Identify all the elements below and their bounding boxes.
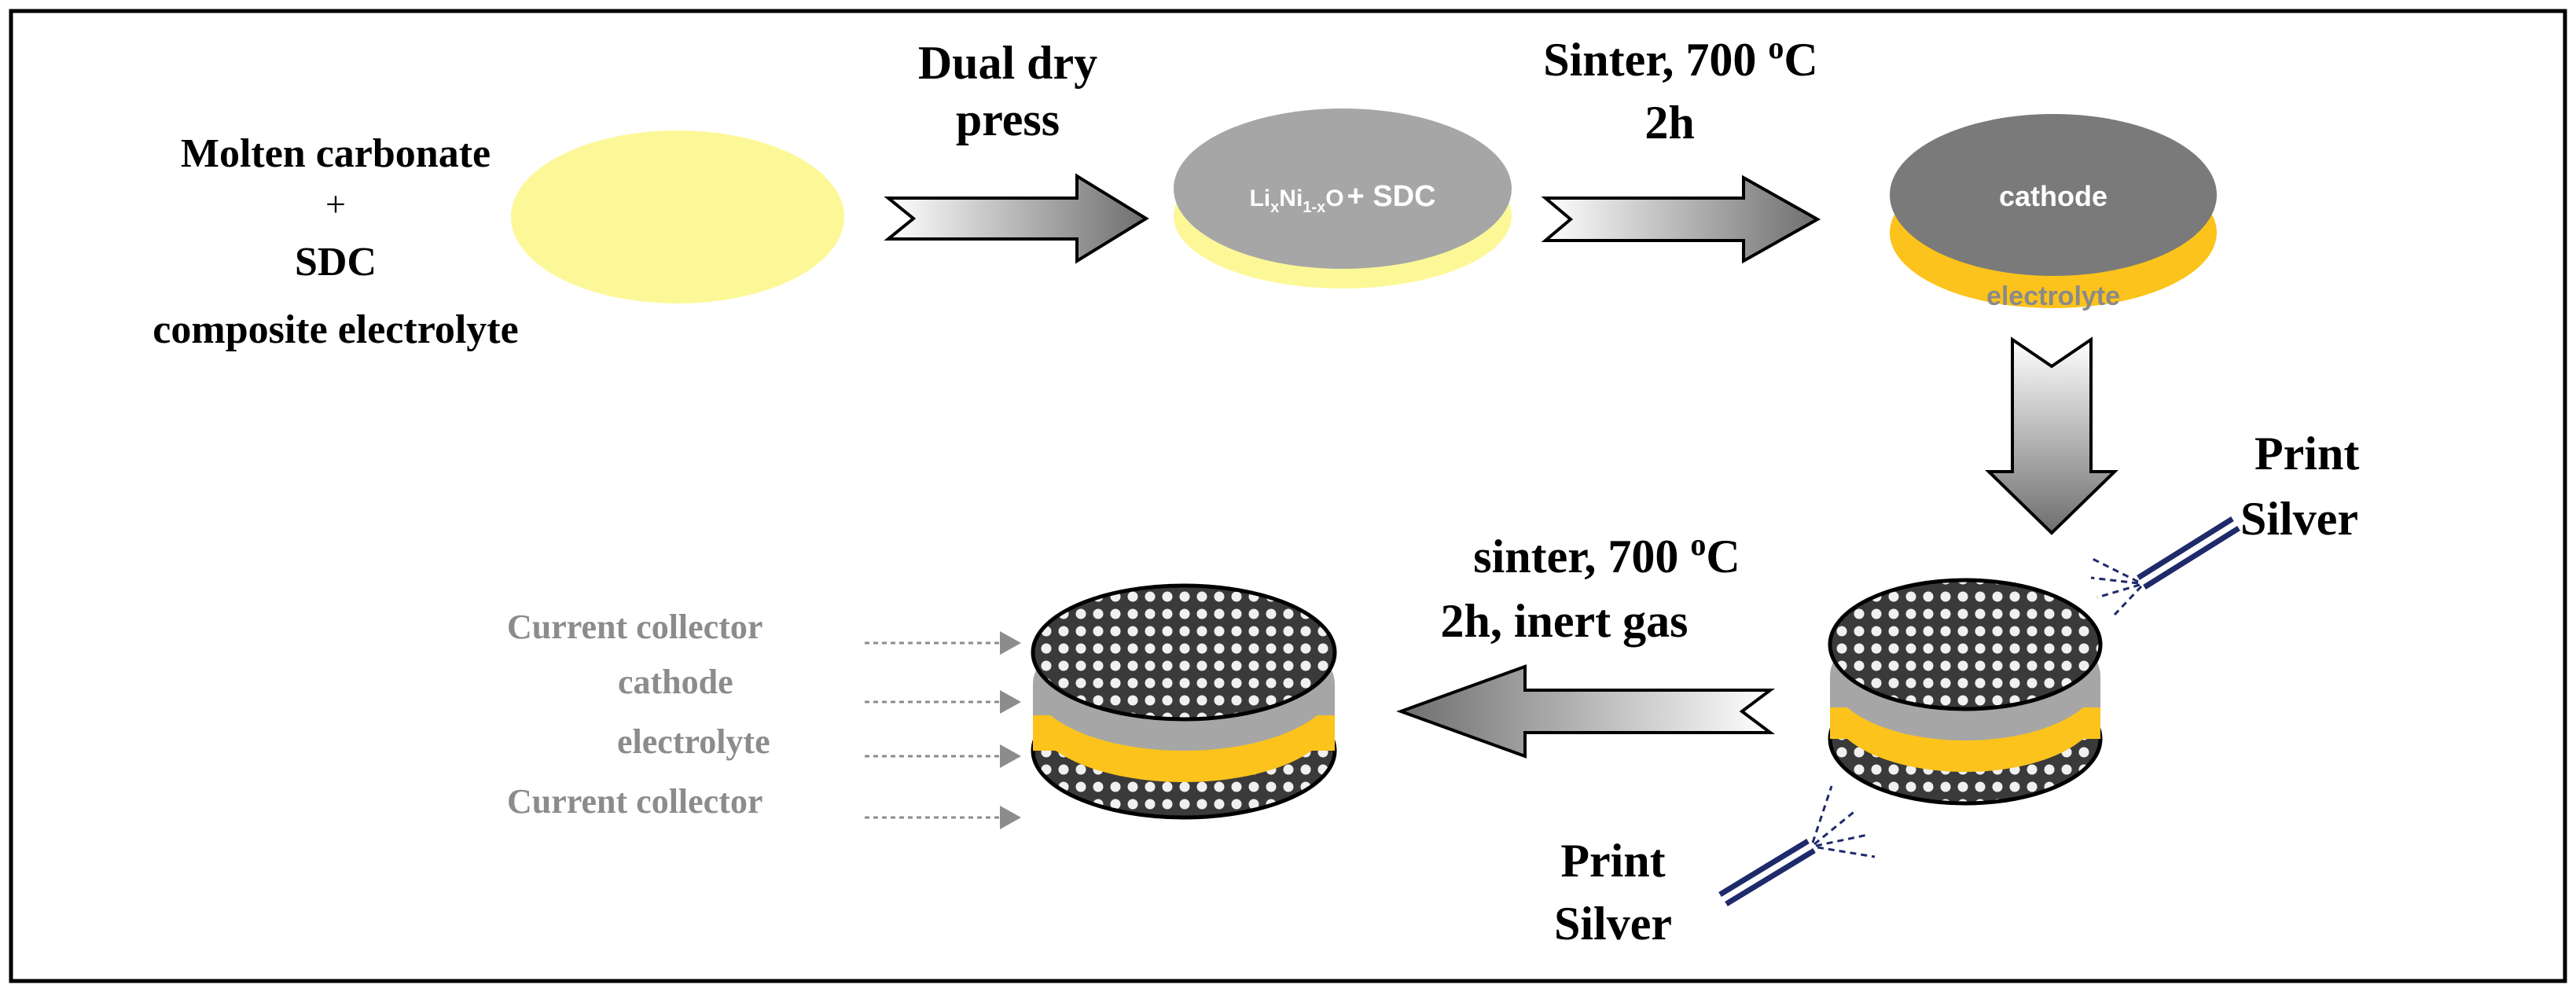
arrow-dual-dry-press: Dual dry press (884, 37, 1149, 264)
printer-bottom-tube-b (1725, 848, 1816, 906)
layer-label-top-collector: Current collector (507, 608, 763, 646)
arrow4-line1: sinter, 700 oC (1473, 527, 1740, 582)
sintered-disc: cathode electrolyte (1890, 114, 2217, 311)
step1-line2: + (325, 184, 346, 224)
layer-labels: Current collector cathode electrolyte Cu… (507, 608, 1021, 829)
arrow-right-2 (1541, 175, 1821, 264)
arrow1-line1: Dual dry (918, 37, 1097, 89)
sintered-cathode-label: cathode (1999, 180, 2107, 212)
arrow-down-shape (1985, 336, 2118, 535)
step1-line4: composite electrolyte (153, 307, 518, 352)
printed-top-collector (1828, 578, 2103, 711)
printed-cell (1828, 578, 2103, 806)
arrow4-line2: 2h, inert gas (1441, 595, 1689, 647)
figure-border (9, 9, 2567, 983)
print-bottom-line1: Print (1560, 835, 1665, 887)
sintered-cathode-layer (1890, 114, 2217, 276)
step1-line3: SDC (295, 240, 377, 285)
layer-label-electrolyte: electrolyte (617, 722, 770, 761)
sintered-electrolyte-label: electrolyte (1986, 281, 2120, 311)
layer-label-cathode: cathode (618, 663, 733, 701)
electrolyte-disc (511, 130, 844, 303)
printer-bottom-spray (1811, 785, 1876, 858)
printer-bottom-tube-a (1718, 839, 1810, 897)
arrow-sinter-2h: Sinter, 700 oC 2h (1541, 30, 1821, 264)
arrow2-line2: 2h (1644, 97, 1694, 149)
arrow-sinter-inert: sinter, 700 oC 2h, inert gas (1396, 527, 1775, 759)
arrow1-line2: press (956, 94, 1060, 145)
printer-top-tube-b (2143, 526, 2240, 590)
final-top-collector (1031, 583, 1337, 722)
final-cell (1031, 583, 1337, 820)
silver-printer-bottom: Print Silver (1554, 785, 1876, 950)
printer-top-spray (2090, 557, 2143, 616)
bilayer-disc: LixNi1-xO+ SDC (1174, 108, 1512, 288)
print-top-line2: Silver (2240, 493, 2358, 545)
bilayer-formula: LixNi1-xO+ SDC (1249, 180, 1435, 216)
arrow2-line1: Sinter, 700 oC (1543, 30, 1818, 86)
arrow-left (1396, 664, 1775, 759)
step1-label: Molten carbonate + SDC composite electro… (153, 131, 518, 352)
silver-printer-top: Print Silver (2090, 428, 2359, 616)
printer-top-tube-a (2137, 516, 2234, 580)
arrow-right-1 (884, 173, 1149, 264)
layer-label-bottom-collector: Current collector (507, 782, 763, 821)
print-bottom-line2: Silver (1554, 898, 1672, 950)
arrow-down (1985, 336, 2118, 535)
step1-line1: Molten carbonate (181, 131, 491, 176)
print-top-line1: Print (2254, 428, 2359, 479)
bilayer-cathode-layer (1174, 108, 1512, 269)
